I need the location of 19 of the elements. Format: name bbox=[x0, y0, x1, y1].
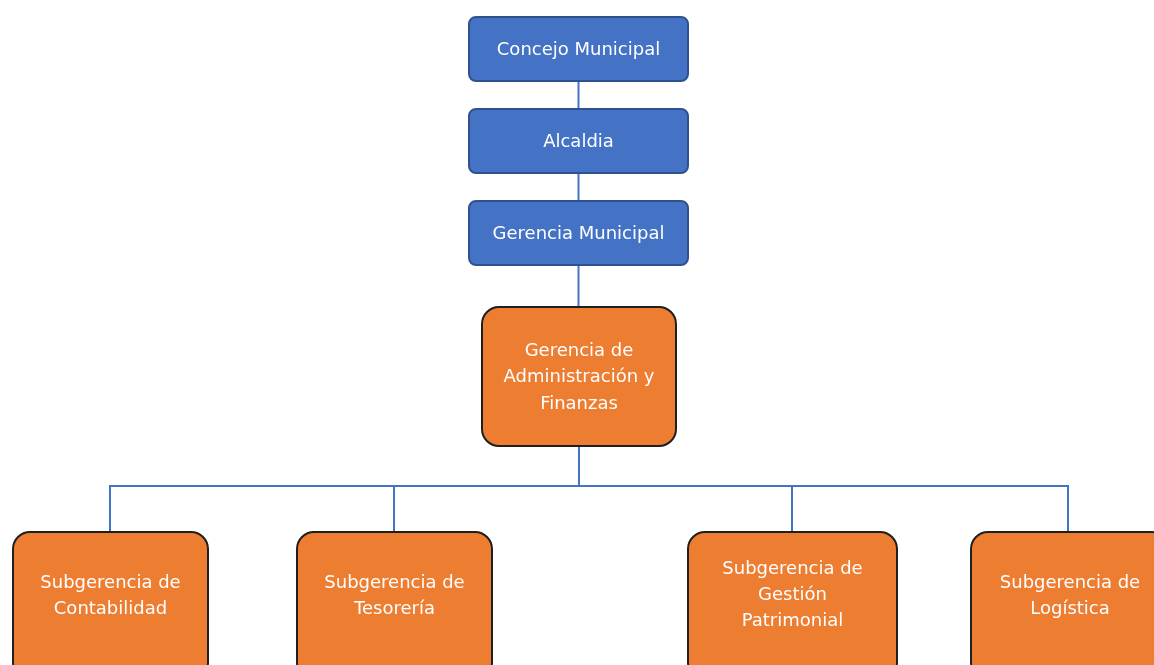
org-box bbox=[468, 16, 689, 82]
connector-line bbox=[577, 173, 580, 201]
department-box bbox=[970, 531, 1154, 665]
org-box bbox=[468, 200, 689, 266]
org-box bbox=[468, 108, 689, 174]
box-label: Subgerencia de Gestión Patrimonial bbox=[721, 556, 864, 633]
box-label: Alcaldia bbox=[543, 128, 614, 153]
box-label: Gerencia Municipal bbox=[492, 220, 665, 245]
box-label: Gerencia de Administración y Finanzas bbox=[503, 338, 655, 415]
box-label: Subgerencia de Tesorería bbox=[323, 570, 466, 621]
box-label: Concejo Municipal bbox=[496, 36, 661, 61]
box-label: Subgerencia de Contabilidad bbox=[39, 570, 182, 621]
box-label: Subgerencia de Logística bbox=[998, 570, 1142, 621]
department-box bbox=[296, 531, 493, 665]
department-box bbox=[687, 531, 898, 665]
department-box bbox=[12, 531, 209, 665]
connector-line bbox=[577, 265, 580, 307]
connector-line bbox=[577, 81, 580, 109]
department-box bbox=[481, 306, 677, 447]
